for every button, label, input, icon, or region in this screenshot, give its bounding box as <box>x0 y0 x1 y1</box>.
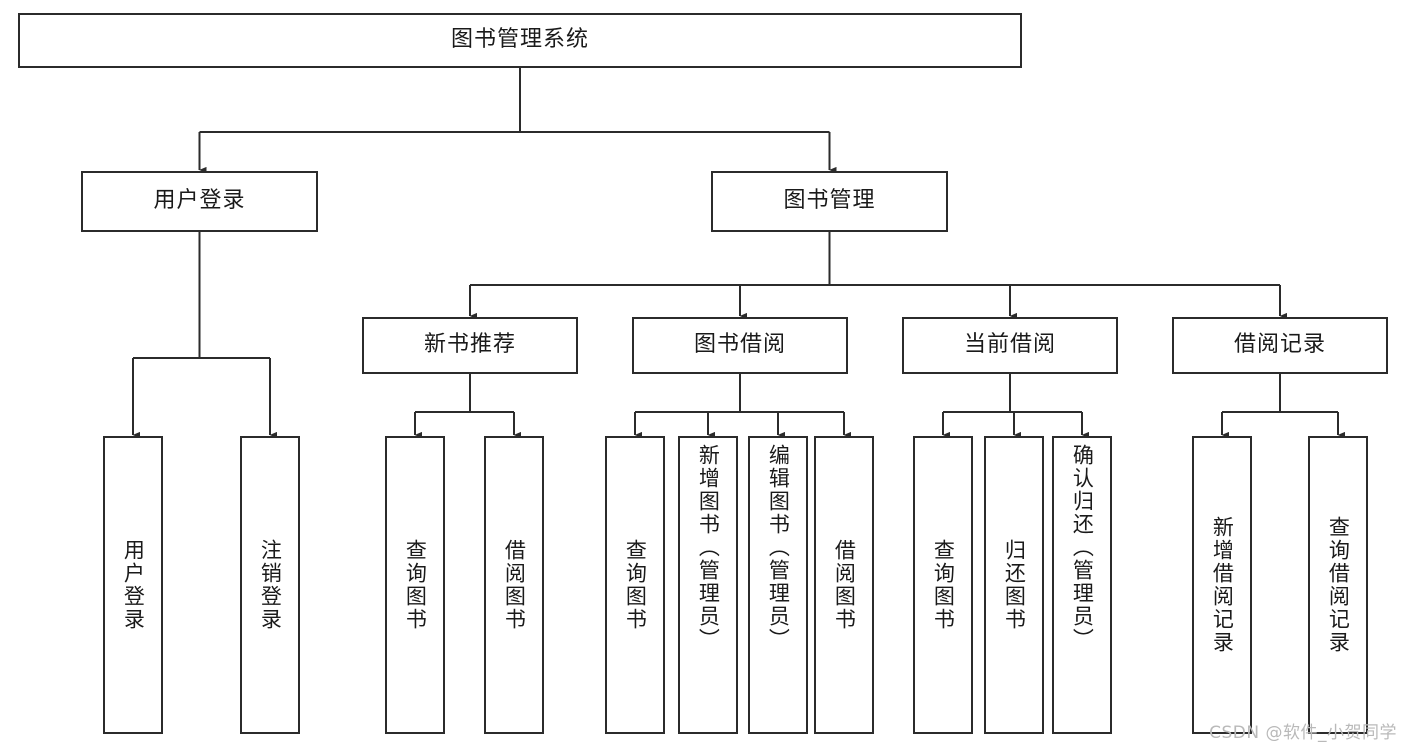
node-label: 新增图书（管理员） <box>696 444 721 651</box>
node-leaf-cb-query[interactable]: 查询图书 <box>913 436 973 734</box>
node-label: 新增借阅记录 <box>1210 516 1235 654</box>
node-label: 查询图书 <box>623 539 648 631</box>
node-label: 图书管理系统 <box>450 27 589 53</box>
node-label: 用户登录 <box>153 188 246 214</box>
node-leaf-br-add[interactable]: 新增借阅记录 <box>1192 436 1252 734</box>
node-label: 归还图书 <box>1002 539 1027 631</box>
node-label: 编辑图书（管理员） <box>766 444 791 651</box>
node-leaf-bb-add[interactable]: 新增图书（管理员） <box>678 436 738 734</box>
node-label: 当前借阅 <box>963 332 1056 358</box>
node-label: 查询图书 <box>403 539 428 631</box>
node-leaf-nb-query[interactable]: 查询图书 <box>385 436 445 734</box>
node-leaf-user-login[interactable]: 用户登录 <box>103 436 163 734</box>
node-leaf-br-query[interactable]: 查询借阅记录 <box>1308 436 1368 734</box>
watermark-label: CSDN @软件_小贺同学 <box>1209 723 1397 743</box>
node-label: 新书推荐 <box>423 332 516 358</box>
edge-group <box>131 68 1346 439</box>
node-leaf-nb-borrow[interactable]: 借阅图书 <box>484 436 544 734</box>
node-leaf-bb-query[interactable]: 查询图书 <box>605 436 665 734</box>
node-label: 注销登录 <box>258 539 283 631</box>
node-label: 用户登录 <box>121 539 146 631</box>
node-leaf-bb-borrow[interactable]: 借阅图书 <box>814 436 874 734</box>
node-label: 图书管理 <box>783 188 876 214</box>
node-label: 查询借阅记录 <box>1326 516 1351 654</box>
node-book-manage[interactable]: 图书管理 <box>711 171 948 232</box>
node-label: 查询图书 <box>931 539 956 631</box>
node-label: 确认归还（管理员） <box>1070 444 1095 651</box>
node-user-login[interactable]: 用户登录 <box>81 171 318 232</box>
node-root[interactable]: 图书管理系统 <box>18 13 1022 68</box>
node-leaf-user-logout[interactable]: 注销登录 <box>240 436 300 734</box>
node-cur-borrow[interactable]: 当前借阅 <box>902 317 1118 374</box>
node-label: 借阅图书 <box>832 539 857 631</box>
node-label: 图书借阅 <box>693 332 786 358</box>
node-label: 借阅图书 <box>502 539 527 631</box>
node-label: 借阅记录 <box>1233 332 1326 358</box>
node-leaf-bb-edit[interactable]: 编辑图书（管理员） <box>748 436 808 734</box>
node-leaf-cb-confirm[interactable]: 确认归还（管理员） <box>1052 436 1112 734</box>
node-book-borrow[interactable]: 图书借阅 <box>632 317 848 374</box>
node-leaf-cb-return[interactable]: 归还图书 <box>984 436 1044 734</box>
node-borrow-rec[interactable]: 借阅记录 <box>1172 317 1388 374</box>
node-new-book[interactable]: 新书推荐 <box>362 317 578 374</box>
